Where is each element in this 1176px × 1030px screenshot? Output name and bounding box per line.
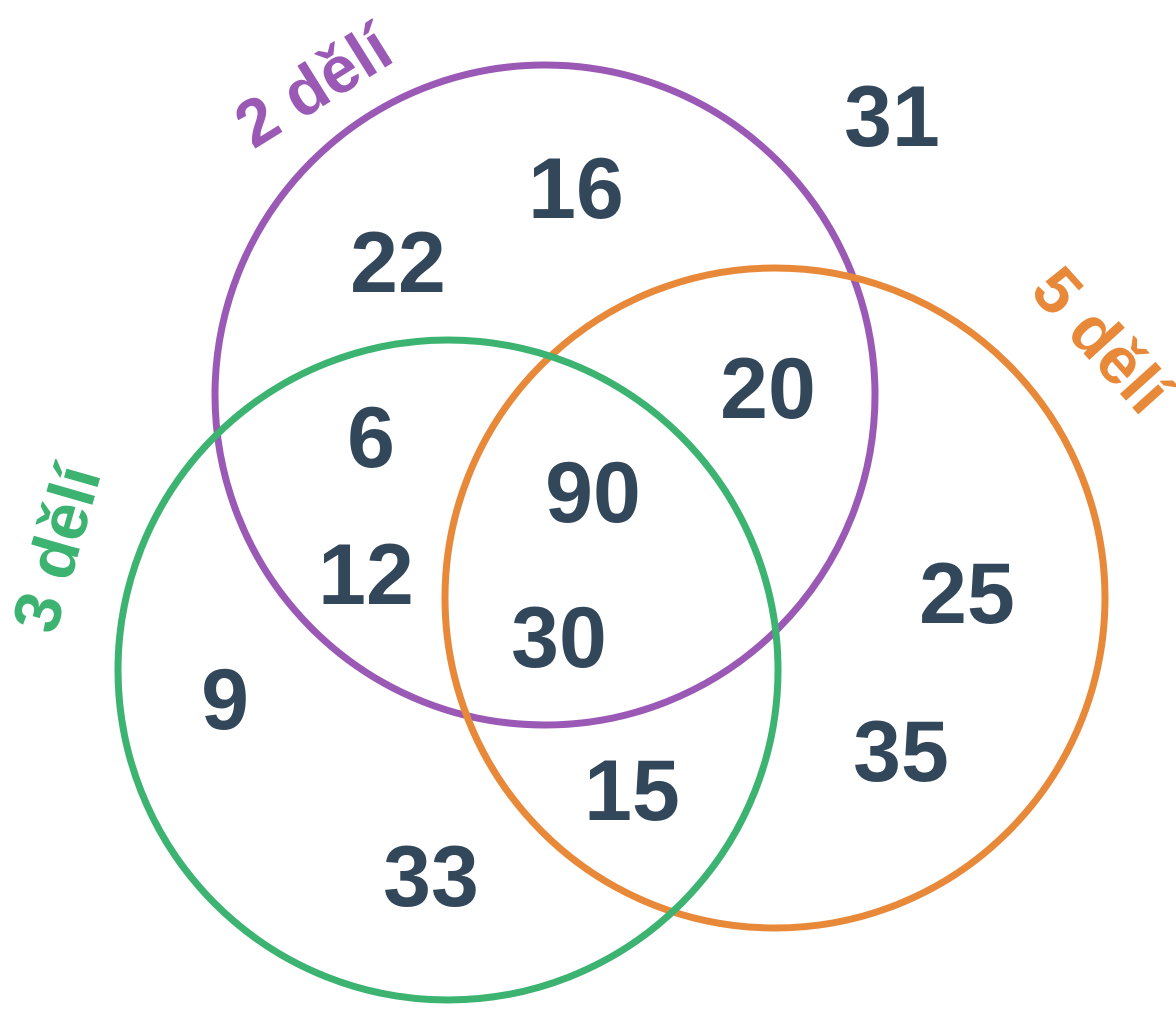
number-only-two-a: 16 xyxy=(528,141,624,237)
circle-divisible-by-3 xyxy=(114,336,782,1004)
number-only-three-a: 9 xyxy=(201,652,249,748)
number-two-five: 20 xyxy=(720,341,816,437)
number-only-five-b: 35 xyxy=(853,704,949,800)
number-three-five: 15 xyxy=(584,743,680,839)
number-outside: 31 xyxy=(844,69,940,165)
number-all-three: 90 xyxy=(545,445,641,541)
number-all-three-b: 30 xyxy=(511,590,607,686)
label-divisible-by-2: 2 dělí xyxy=(222,8,407,162)
label-divisible-by-3: 3 dělí xyxy=(0,455,115,640)
number-two-three-a: 6 xyxy=(347,390,395,486)
number-two-three-b: 12 xyxy=(318,527,414,623)
circle-divisible-by-5 xyxy=(441,264,1109,932)
number-only-five-a: 25 xyxy=(919,546,1015,642)
number-only-two-b: 22 xyxy=(350,215,446,311)
number-only-three-b: 33 xyxy=(383,829,479,925)
circle-divisible-by-2 xyxy=(211,61,879,729)
